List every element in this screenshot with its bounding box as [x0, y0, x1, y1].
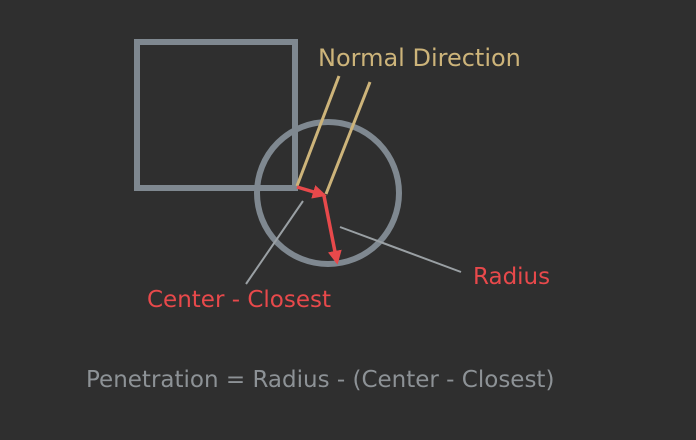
box-shape [134, 39, 298, 191]
normal-line-left [295, 75, 341, 187]
normal-direction-label: Normal Direction [318, 44, 521, 72]
center-closest-leader [245, 200, 304, 285]
penetration-formula: Penetration = Radius - (Center - Closest… [86, 367, 555, 393]
normal-line-right [324, 81, 372, 195]
radius-label: Radius [473, 264, 551, 290]
radius-arrow [322, 195, 342, 265]
center-closest-arrow [296, 185, 327, 199]
center-closest-label: Center - Closest [147, 287, 331, 313]
radius-leader [339, 226, 462, 273]
